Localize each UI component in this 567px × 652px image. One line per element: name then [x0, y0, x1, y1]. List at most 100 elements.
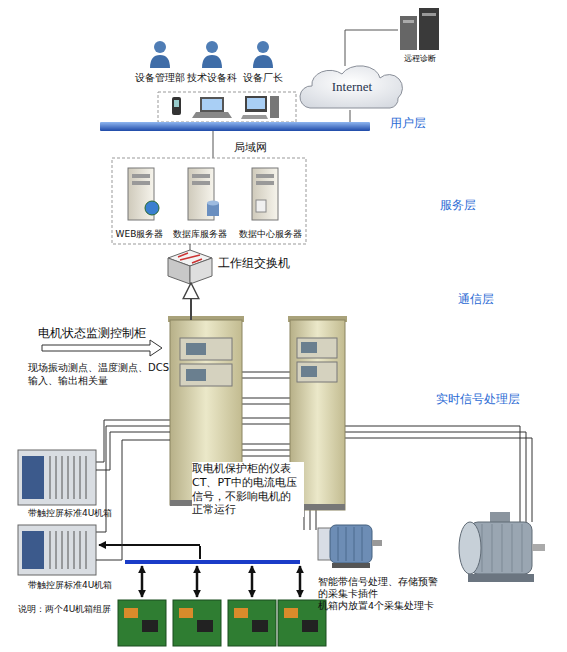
motor-fins [482, 524, 522, 572]
acquisition-cards [118, 600, 326, 646]
motor-feet [332, 563, 370, 568]
server-tower [252, 168, 278, 220]
switch-arrows [178, 253, 202, 263]
lan-bar: 局域网 [100, 122, 370, 131]
server-tower [400, 16, 417, 50]
note-text: 取电机保护柜的仪表 CT、PT中的电流电压 信号，不影响电机的 正常运行 [192, 462, 304, 517]
drive-bay [256, 181, 274, 185]
card-slots [50, 456, 86, 499]
node-label: 带触控屏标准4U机箱 [28, 508, 112, 519]
note-text: 智能带信号处理、存储预警 的采集卡插件 机箱内放置4个采集处理卡 [318, 576, 446, 612]
remote-server-icon [400, 8, 439, 50]
pc-tower [270, 96, 279, 118]
node-label: 设备厂长 [238, 72, 288, 85]
server-icons [128, 168, 278, 220]
panel-screen [186, 369, 206, 381]
pcb-card [173, 600, 221, 646]
chip [197, 620, 213, 632]
node-label: 技术设备科 [185, 72, 239, 85]
server-tower [419, 8, 439, 50]
cabinet-panel [297, 362, 337, 382]
monitor-display [247, 98, 265, 109]
note-text: 现场振动测点、温度测点、DCS 输入、输出相关量 [28, 362, 173, 387]
person-body [253, 55, 273, 68]
lan-drop-line [213, 131, 214, 158]
pcb-card [118, 600, 166, 646]
drive-bay [132, 181, 150, 185]
note-text: 说明：两个4U机箱组屏 [18, 604, 111, 615]
motor-fins [338, 527, 362, 561]
touch-screen [22, 456, 44, 499]
card-slots [50, 531, 86, 569]
node-label: 数据中心服务器 [233, 229, 307, 240]
connector [350, 110, 351, 122]
double-arrow [251, 566, 254, 597]
layer-label: 用户层 [390, 116, 426, 131]
user-node: 技术设备科 [187, 40, 237, 70]
drive-bay [256, 174, 274, 178]
person-head [154, 41, 166, 53]
chassis-frame [18, 450, 96, 505]
panel-screen [301, 366, 317, 377]
drive-bay [403, 20, 414, 23]
cabinet-panel [297, 338, 337, 358]
large-motor [459, 512, 545, 582]
chassis-node: 带触控屏标准4U机箱 [18, 525, 96, 575]
motor-body [330, 525, 372, 563]
small-motor [318, 525, 382, 568]
device-group-box [158, 92, 296, 122]
phone-screen [174, 100, 179, 107]
card-bus [125, 560, 300, 564]
bus-riser [199, 546, 201, 559]
cloud-node: Internet [298, 66, 406, 110]
drive-bay [422, 13, 436, 16]
node-label: 数据库服务器 [166, 229, 234, 240]
pointer-arrow [42, 340, 162, 356]
chip [142, 620, 158, 632]
laptop-base [192, 112, 232, 118]
drive-bay [192, 181, 210, 185]
switch-icon [168, 250, 212, 284]
node-label: 带触控屏标准4U机箱 [28, 580, 112, 591]
layer-label: 服务层 [440, 198, 476, 213]
server-node: WEB服务器 [112, 163, 167, 241]
layer-label: 实时信号处理层 [436, 392, 520, 407]
motor-shaft [532, 544, 545, 551]
chip [234, 608, 248, 618]
connector [190, 284, 192, 320]
node-label: 局域网 [225, 141, 275, 155]
bus-to-chassis-arrow [99, 544, 200, 546]
chip [179, 608, 193, 618]
node-label: WEB服务器 [110, 229, 169, 240]
drive-bay [132, 174, 150, 178]
double-arrow [299, 566, 302, 597]
cabinet-panel [180, 364, 232, 386]
cabinet-panel [180, 338, 232, 360]
node-label: 工作组交换机 [218, 256, 290, 271]
motor-feet [468, 574, 534, 582]
globe-icon [145, 201, 159, 215]
pcb-card [228, 600, 276, 646]
monitor-icon [245, 96, 267, 112]
panel-screen [301, 342, 317, 353]
cabinet-link-wires [242, 372, 290, 424]
phone-icon [172, 97, 181, 115]
motor-end-bell [459, 522, 481, 574]
chassis-frame [18, 525, 96, 575]
card-arrows [142, 566, 300, 597]
user-node: 设备管理部 [135, 40, 185, 70]
person-body [202, 55, 222, 68]
layer-label: 通信层 [458, 292, 494, 307]
person-head [257, 41, 269, 53]
node-label: Internet [298, 79, 406, 95]
person-head [206, 41, 218, 53]
person-body [150, 55, 170, 68]
node-label: 电机状态监测控制柜 [38, 326, 146, 341]
chip [252, 620, 268, 632]
switch-node: 工作组交换机 [168, 248, 212, 284]
user-icons [150, 41, 273, 68]
server-node: 数据中心服务器 [234, 163, 306, 241]
server-node: 远程诊断 [398, 8, 442, 52]
panel-screen [186, 343, 206, 355]
server-node: 数据库服务器 [167, 163, 233, 241]
